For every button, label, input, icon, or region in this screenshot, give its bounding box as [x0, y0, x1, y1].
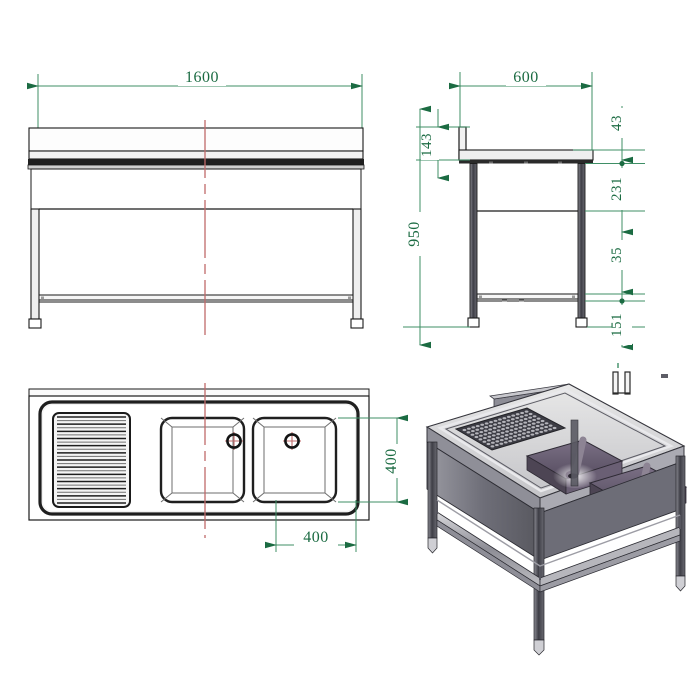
plan-inner-rim [38, 400, 360, 516]
plan-basin-left [159, 416, 246, 504]
dim-upstand-height [416, 109, 470, 182]
front-apron [30, 168, 362, 210]
side-elevation-view [403, 68, 645, 351]
dim-bowl-width [265, 500, 357, 552]
dim-label-shelf-band: 35 [609, 247, 625, 263]
dim-label-side-depth: 600 [513, 69, 539, 86]
dim-front-width [27, 68, 363, 90]
dim-bowl-depth [338, 414, 408, 506]
dim-label-upstand-height: 143 [419, 133, 435, 157]
plan-view [28, 383, 408, 552]
dim-label-front-width: 1600 [185, 69, 219, 86]
leg-section-detail-icon [612, 363, 668, 395]
dim-label-apron-drop: 231 [609, 177, 625, 201]
dim-label-bowl-width: 400 [303, 529, 329, 546]
dim-label-total-height: 950 [406, 221, 423, 247]
dimension-text-group: 1600 600 950 143 43 231 35 151 400 400 [185, 69, 625, 546]
dim-label-leg-clearance: 151 [609, 313, 625, 337]
side-legs [467, 161, 588, 328]
front-elevation-view [27, 68, 365, 335]
drain-right [283, 432, 301, 450]
side-under-shelf [476, 293, 579, 302]
dim-label-bowl-depth: 400 [383, 448, 400, 474]
front-upstand [28, 127, 364, 160]
dim-side-depth [449, 68, 593, 90]
plan-back-rail [28, 388, 370, 397]
plan-basin-right [251, 416, 338, 504]
dim-total-height [403, 105, 470, 349]
drain-left [225, 432, 243, 450]
side-worktop [458, 149, 594, 164]
side-right-dim-spine [612, 106, 633, 351]
iso-drainer-grid [454, 407, 567, 451]
front-legs [28, 208, 364, 329]
plan-drainer [52, 412, 131, 508]
front-under-shelf [38, 208, 354, 303]
front-worktop [27, 159, 365, 170]
iso-under-shelf [436, 499, 681, 593]
isometric-view [425, 363, 688, 656]
iso-worktop-rim [437, 388, 674, 493]
dim-label-top-lip: 43 [609, 115, 625, 131]
